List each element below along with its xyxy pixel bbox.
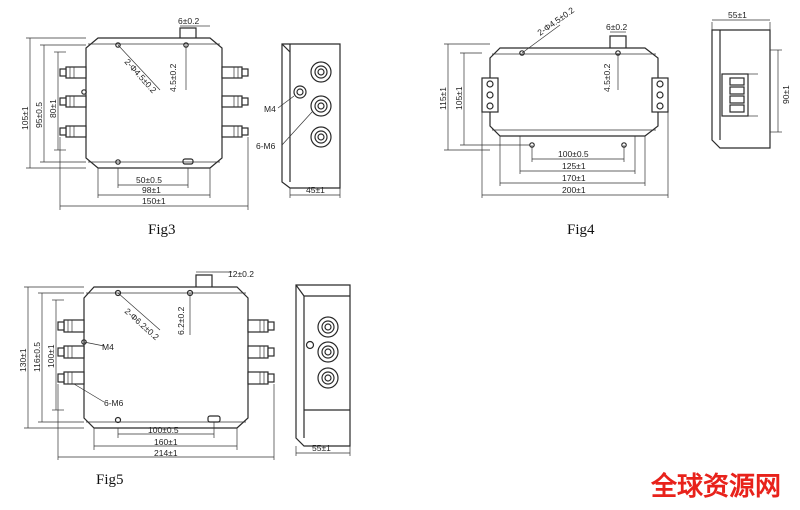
fig3-dim-m6: 6-M6	[256, 141, 276, 151]
fig3-left-terminals	[59, 66, 87, 138]
fig3-side-view: M4 6-M6 45±1	[256, 43, 341, 198]
fig5-front-view: 12±0.2 2-Φ6.2±0.2 6.2±0.2 130±1 116±0.5 …	[18, 269, 275, 488]
fig3-dim-45w: 45±1	[306, 185, 325, 195]
fig5-dim-100w: 100±0.5	[148, 425, 179, 435]
fig4-dim-125: 125±1	[562, 161, 586, 171]
fig4-dim-105: 105±1	[454, 86, 464, 110]
fig4-dim-170: 170±1	[562, 173, 586, 183]
fig4-dim-45: 4.5±0.2	[602, 63, 612, 92]
fig3-dim-6: 6±0.2	[178, 16, 199, 26]
fig4-side-view: 55±1 90±1	[711, 10, 791, 149]
fig3-dim-105: 105±1	[20, 106, 30, 130]
fig5-left-terminals	[57, 319, 87, 385]
fig3-dim-150: 150±1	[142, 196, 166, 206]
fig3-dim-80: 80±1	[48, 99, 58, 118]
fig3-front-view: 6±0.2 2-Φ4.5±0.2 4.5±0.2 105±1 95±0.5 80…	[20, 16, 249, 238]
fig4-dim-6: 6±0.2	[606, 22, 627, 32]
fig3-dim-50: 50±0.5	[136, 175, 162, 185]
fig4-dim-90: 90±1	[781, 85, 791, 104]
fig4-dim-55: 55±1	[728, 10, 747, 20]
fig3-dim-95: 95±0.5	[34, 102, 44, 128]
fig5-dim-214: 214±1	[154, 448, 178, 458]
fig3-dim-holes: 2-Φ4.5±0.2	[123, 57, 159, 96]
fig5-dim-holes: 2-Φ6.2±0.2	[123, 306, 162, 342]
fig4-front-view: 2-Φ4.5±0.2 6±0.2 4.5±0.2 115±1 105±1 100…	[438, 5, 669, 238]
fig5-dim-m4: M4	[102, 342, 114, 352]
watermark-text: 全球资源网	[650, 471, 781, 502]
fig4-dim-100: 100±0.5	[558, 149, 589, 159]
fig5-dim-160: 160±1	[154, 437, 178, 447]
fig5-dim-116: 116±0.5	[32, 342, 42, 372]
fig5-dim-100h: 100±1	[46, 344, 56, 368]
fig5-dim-12: 12±0.2	[228, 269, 254, 279]
fig5-dim-130: 130±1	[18, 348, 28, 372]
fig4-dim-200: 200±1	[562, 185, 586, 195]
fig5-dim-m6: 6-M6	[104, 398, 124, 408]
fig5-dim-55: 55±1	[312, 443, 331, 453]
fig5-right-terminals	[247, 319, 275, 385]
fig4-right-terminal-block	[651, 77, 669, 113]
fig4-left-terminal-block	[481, 77, 499, 113]
fig3-dim-45: 4.5±0.2	[168, 63, 178, 92]
fig3-right-terminals	[221, 66, 249, 138]
fig5-caption: Fig5	[96, 472, 124, 488]
fig4-dim-holes: 2-Φ4.5±0.2	[535, 5, 576, 38]
fig5-side-view: 55±1	[295, 284, 351, 456]
fig4-caption: Fig4	[567, 222, 595, 238]
fig3-dim-m4: M4	[264, 104, 276, 114]
fig3-caption: Fig3	[148, 222, 176, 238]
fig3-dim-98: 98±1	[142, 185, 161, 195]
fig5-dim-62: 6.2±0.2	[176, 306, 186, 335]
fig4-dim-115: 115±1	[438, 87, 448, 110]
